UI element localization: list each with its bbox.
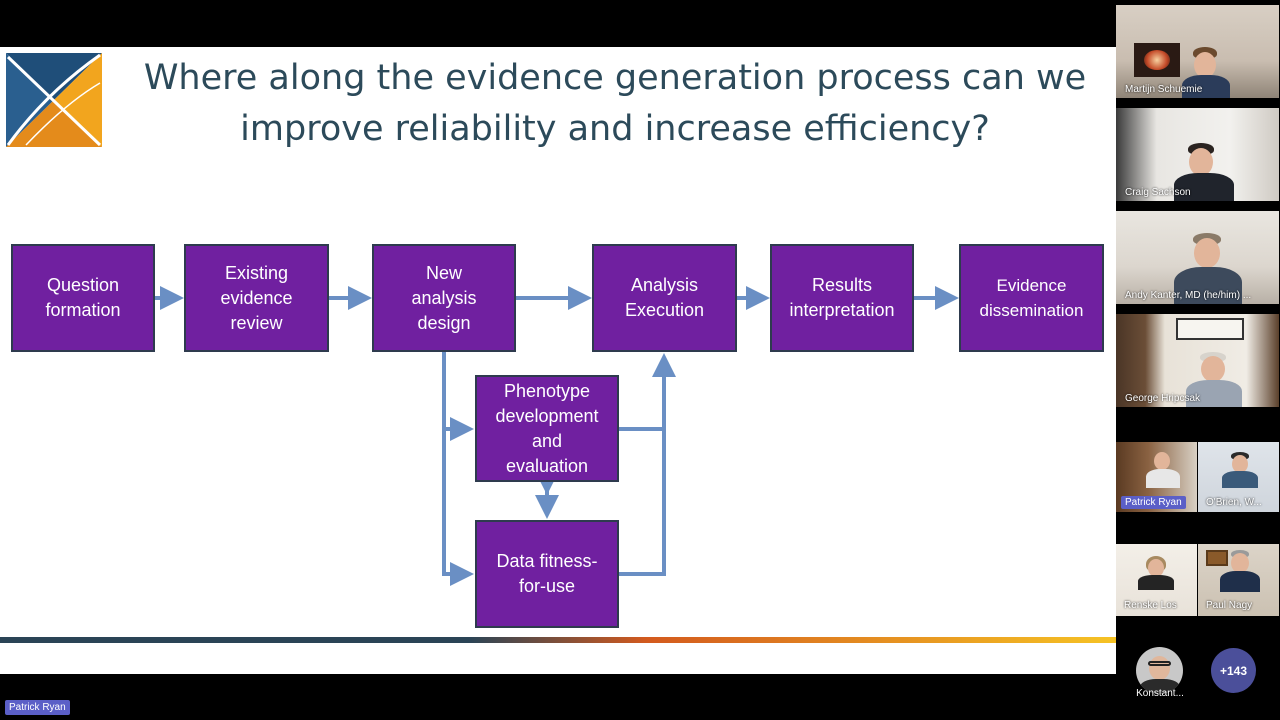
- arrow-datafitness-to-execution: [619, 429, 666, 576]
- arrow-phenotype-to-execution: [619, 353, 676, 431]
- participant-avatar[interactable]: [1136, 647, 1183, 694]
- shared-slide: Where along the evidence generation proc…: [0, 47, 1116, 674]
- box-results-interpretation: Results interpretation: [770, 244, 914, 352]
- participant-video: [1138, 556, 1174, 590]
- slide-title-line-2: improve reliability and increase efficie…: [240, 109, 990, 149]
- box-evidence-dissemination: Evidence dissemination: [959, 244, 1104, 352]
- wall-picture: [1176, 318, 1244, 340]
- participant-name: Patrick Ryan: [1121, 496, 1186, 509]
- participant-video: [1146, 452, 1180, 488]
- arrow-design-to-phenotype: [442, 352, 474, 441]
- flow-arrows: [155, 286, 959, 586]
- ohdsi-logo-icon: [6, 53, 102, 147]
- box-analysis-execution: Analysis Execution: [592, 244, 737, 352]
- participant-video: [1174, 143, 1234, 201]
- more-participants-button[interactable]: +143: [1211, 648, 1256, 693]
- box-existing-evidence-review: Existing evidence review: [184, 244, 329, 352]
- slide-title: Where along the evidence generation proc…: [120, 53, 1110, 155]
- participant-tile[interactable]: Patrick Ryan: [1116, 442, 1197, 512]
- participant-name: O'Brien, W...: [1206, 497, 1262, 508]
- participant-tile[interactable]: George Hripcsak: [1116, 314, 1279, 407]
- slide-footer-bar: [0, 637, 1116, 643]
- participant-tile[interactable]: Renske Los: [1116, 544, 1197, 616]
- arrow-design-to-datafitness: [442, 427, 474, 586]
- box-data-fitness: Data fitness- for-use: [475, 520, 619, 628]
- box-new-analysis-design: New analysis design: [372, 244, 516, 352]
- slide-title-line-1: Where along the evidence generation proc…: [143, 58, 1087, 98]
- box-phenotype-development: Phenotype development and evaluation: [475, 375, 619, 482]
- participant-tile[interactable]: Martijn Schuemie: [1116, 5, 1279, 98]
- participant-video: [1220, 550, 1260, 592]
- wall-painting: [1134, 43, 1180, 77]
- box-question-formation: Question formation: [11, 244, 155, 352]
- participant-tile[interactable]: Andy Kanter, MD (he/him) ...: [1116, 211, 1279, 304]
- presenter-label: Patrick Ryan: [5, 700, 70, 715]
- participant-name: Paul Nagy: [1206, 600, 1253, 611]
- participant-name: George Hripcsak: [1125, 393, 1201, 404]
- wall-picture: [1206, 550, 1228, 566]
- participant-video: [1186, 352, 1242, 407]
- participant-name: Andy Kanter, MD (he/him) ...: [1125, 290, 1252, 301]
- participant-name: Martijn Schuemie: [1125, 84, 1203, 95]
- participant-video: [1182, 47, 1232, 98]
- participant-video: [1174, 233, 1242, 304]
- participant-name: Craig Sachson: [1125, 187, 1191, 198]
- participant-video: [1222, 452, 1258, 488]
- participant-tile[interactable]: Craig Sachson: [1116, 108, 1279, 201]
- participant-name: Renske Los: [1124, 600, 1177, 611]
- overflow-participant-name: Konstant...: [1136, 688, 1184, 699]
- participant-tile[interactable]: Paul Nagy: [1198, 544, 1279, 616]
- participant-tile[interactable]: O'Brien, W...: [1198, 442, 1279, 512]
